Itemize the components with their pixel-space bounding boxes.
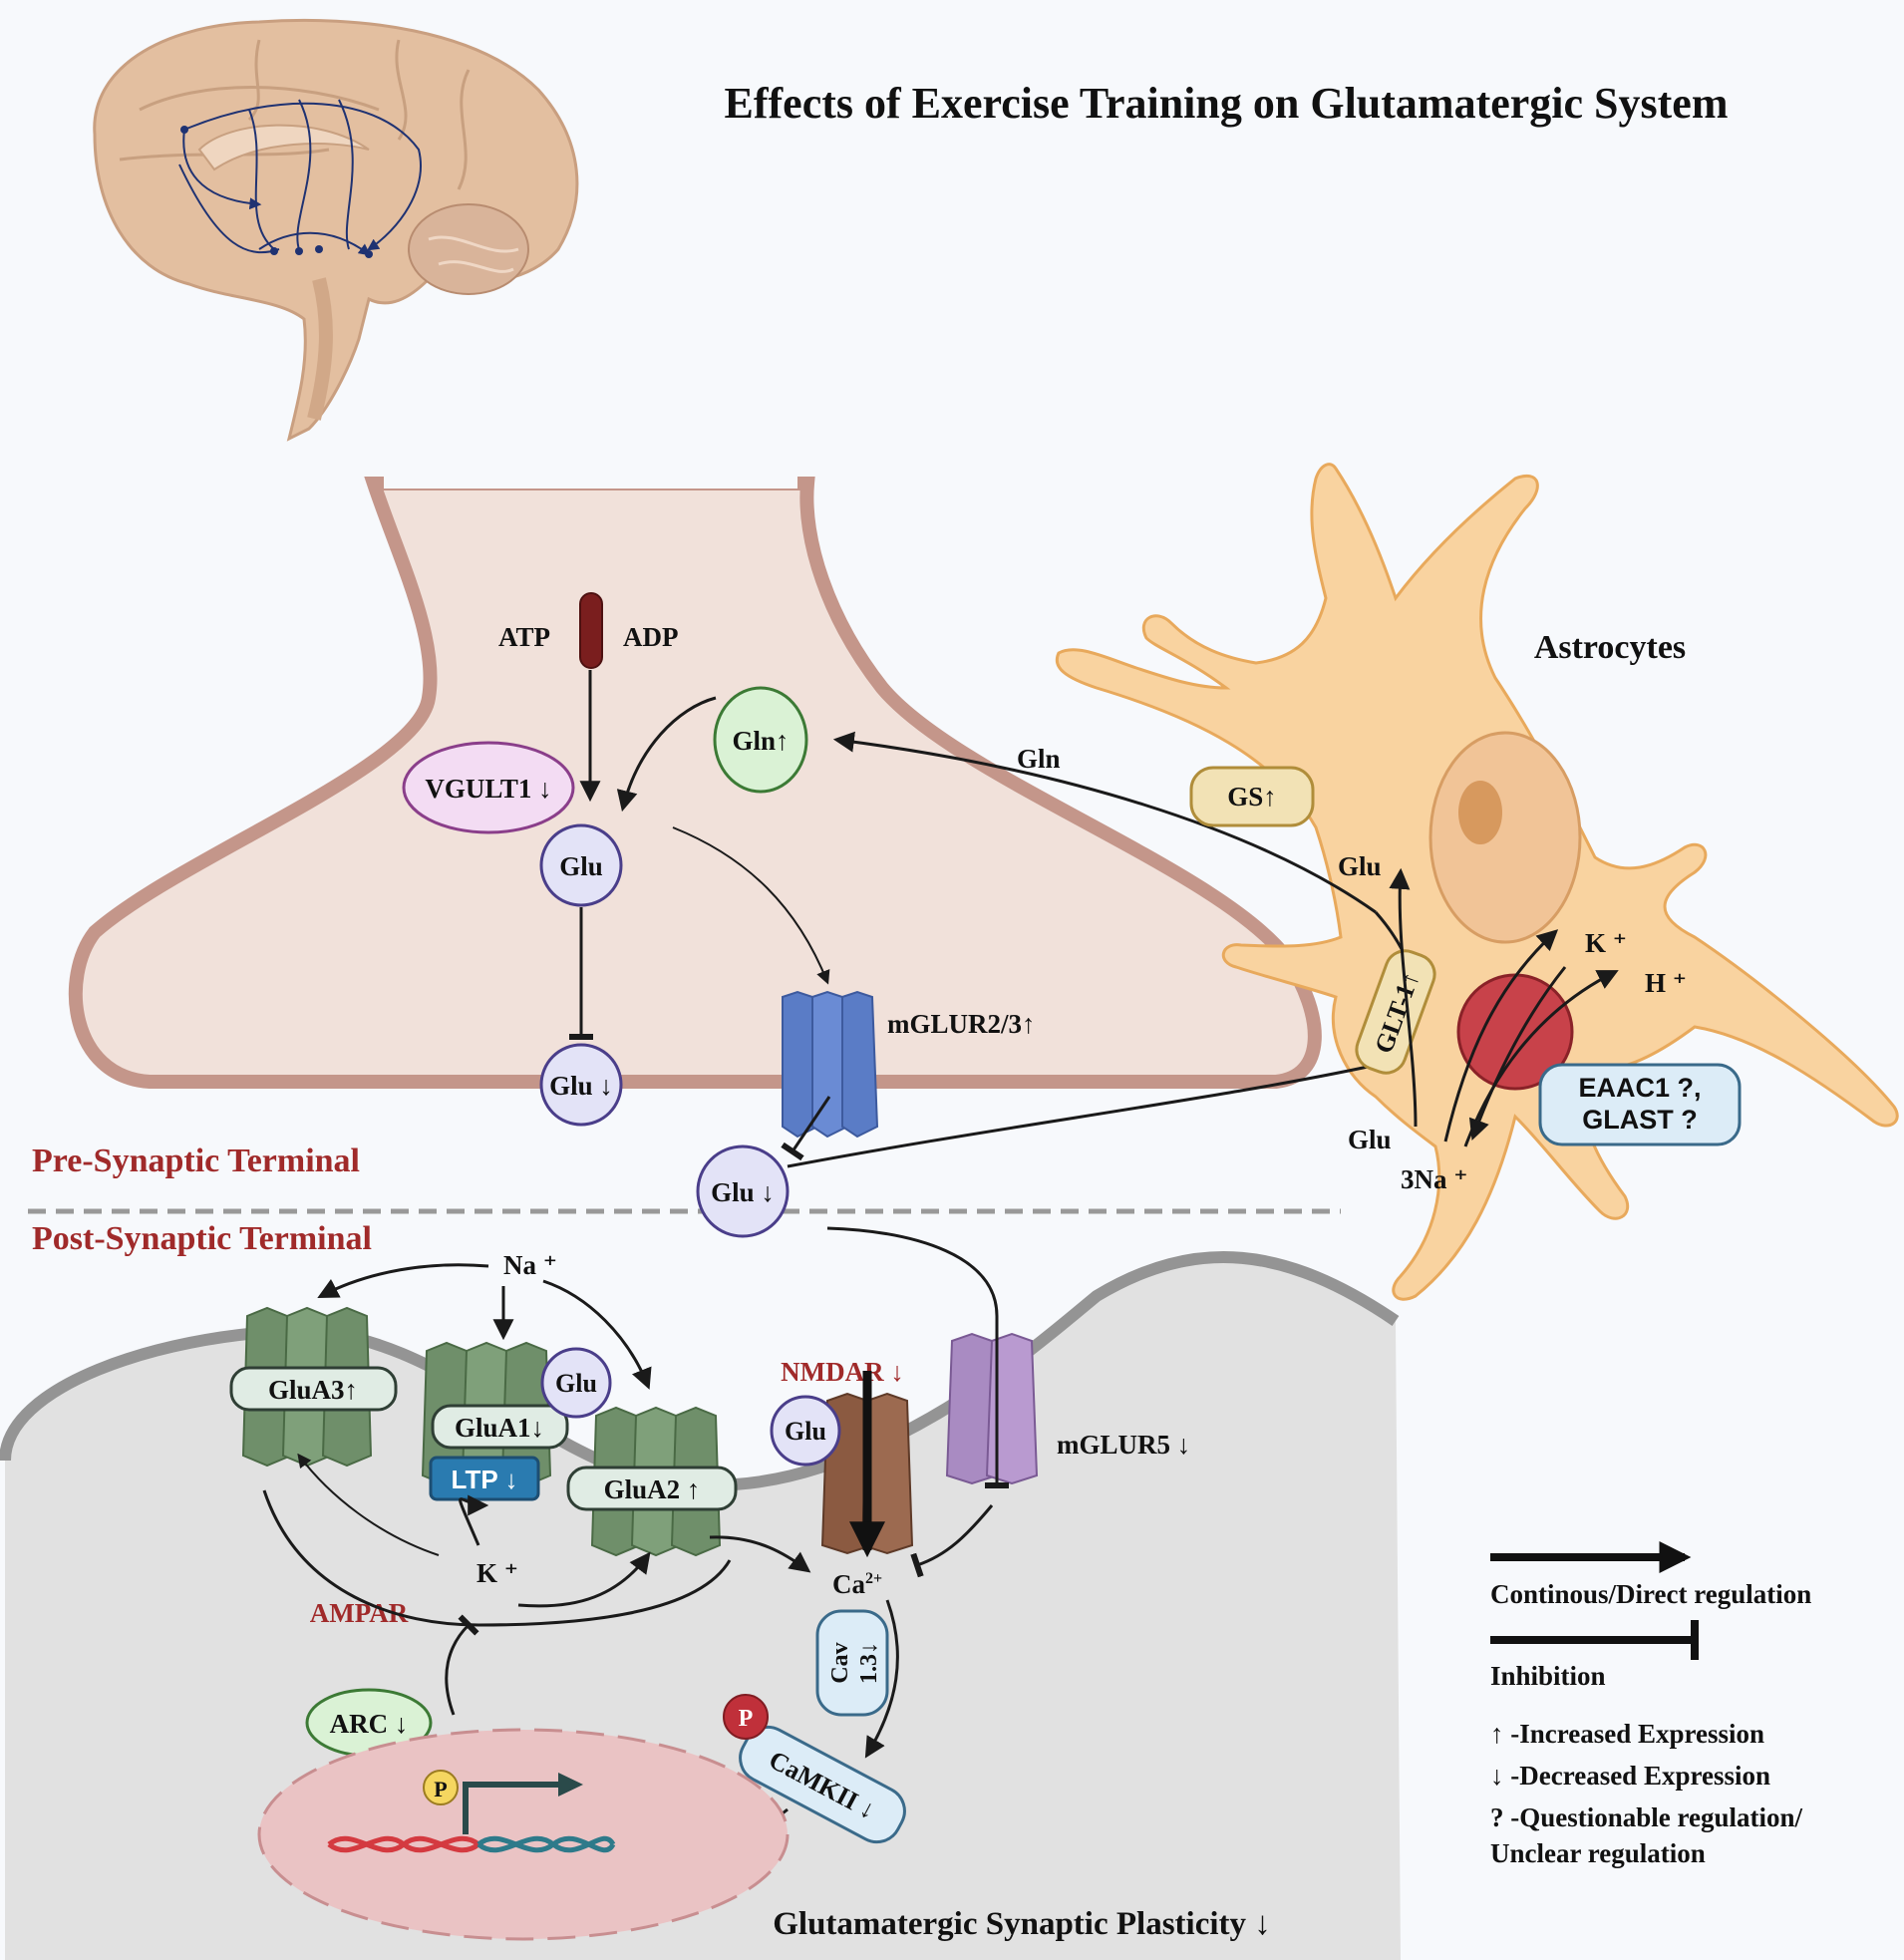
glt1-node: GLT-1↑ bbox=[1355, 949, 1436, 1075]
mglur5-receptor bbox=[945, 1332, 1039, 1485]
presynaptic-label: Pre-Synaptic Terminal bbox=[32, 1143, 360, 1179]
legend-direct: Continous/Direct regulation bbox=[1490, 1579, 1811, 1609]
svg-text:Gln↑: Gln↑ bbox=[732, 726, 789, 756]
gln-presynaptic-node: Gln↑ bbox=[713, 686, 808, 794]
svg-text:VGULT1 ↓: VGULT1 ↓ bbox=[425, 774, 551, 804]
h-astro-label: H ⁺ bbox=[1645, 968, 1687, 998]
plasticity-caption: Glutamatergic Synaptic Plasticity ↓ bbox=[773, 1906, 1271, 1942]
svg-text:GLAST ?: GLAST ? bbox=[1582, 1105, 1698, 1135]
na3-label: 3Na ⁺ bbox=[1401, 1164, 1468, 1194]
glua3-node: GluA3↑ bbox=[229, 1366, 398, 1412]
svg-text:1.3↓: 1.3↓ bbox=[856, 1642, 882, 1684]
svg-text:Glu: Glu bbox=[785, 1417, 826, 1446]
presynaptic-terminal bbox=[68, 469, 1322, 1089]
gln-flow-label: Gln bbox=[1017, 744, 1061, 774]
legend-decreased: ↓ -Decreased Expression bbox=[1490, 1761, 1770, 1791]
k-astro-label: K ⁺ bbox=[1585, 928, 1627, 958]
vglut1-node: VGULT1 ↓ bbox=[402, 741, 575, 834]
ca-label: Ca2+ bbox=[832, 1569, 882, 1599]
na-post-label: Na ⁺ bbox=[503, 1250, 557, 1280]
svg-text:GS↑: GS↑ bbox=[1227, 782, 1277, 812]
ltp-badge: LTP ↓ bbox=[429, 1456, 540, 1501]
svg-text:P: P bbox=[434, 1777, 447, 1801]
glua2-node: GluA2 ↑ bbox=[566, 1466, 738, 1511]
nucleus bbox=[257, 1728, 790, 1941]
svg-text:Cav: Cav bbox=[827, 1642, 853, 1683]
glu-cleft-node: Glu ↓ bbox=[696, 1144, 790, 1238]
eaac1-glast-node: EAAC1 ?, GLAST ? bbox=[1538, 1063, 1742, 1146]
atp-pump bbox=[579, 592, 603, 669]
gs-node: GS↑ bbox=[1189, 766, 1315, 827]
cav13-node: Cav 1.3↓ bbox=[815, 1609, 889, 1717]
glua1-node: GluA1↓ bbox=[431, 1404, 569, 1450]
postsynaptic-label: Post-Synaptic Terminal bbox=[32, 1220, 372, 1257]
mglur5-label: mGLUR5 ↓ bbox=[1057, 1430, 1190, 1460]
nmdar-label: NMDAR ↓ bbox=[781, 1357, 904, 1387]
camkii-phospho-badge: P bbox=[723, 1694, 769, 1740]
svg-text:ARC ↓: ARC ↓ bbox=[330, 1709, 409, 1739]
legend-questionable-1: ? -Questionable regulation/ bbox=[1490, 1802, 1803, 1832]
legend-inhibition: Inhibition bbox=[1490, 1661, 1606, 1691]
svg-text:P: P bbox=[739, 1706, 754, 1732]
glu-astro-bottom-label: Glu bbox=[1348, 1125, 1392, 1154]
glu-presynaptic-node: Glu bbox=[539, 823, 623, 907]
mglur23-receptor bbox=[782, 990, 879, 1139]
svg-text:Glu ↓: Glu ↓ bbox=[549, 1071, 613, 1101]
svg-text:GluA1↓: GluA1↓ bbox=[455, 1413, 544, 1443]
arc-node: ARC ↓ bbox=[305, 1688, 433, 1758]
svg-text:Glu: Glu bbox=[559, 851, 603, 881]
brain-illustration bbox=[93, 18, 579, 442]
glu-astro-label: Glu bbox=[1338, 851, 1382, 881]
k-post-label: K ⁺ bbox=[476, 1558, 518, 1588]
svg-text:LTP ↓: LTP ↓ bbox=[452, 1465, 518, 1494]
svg-text:Glu ↓: Glu ↓ bbox=[711, 1177, 775, 1207]
svg-text:Glu: Glu bbox=[555, 1369, 597, 1398]
svg-text:GluA3↑: GluA3↑ bbox=[268, 1375, 358, 1405]
glu-on-glua1-node: Glu bbox=[540, 1347, 612, 1419]
mglur23-label: mGLUR2/3↑ bbox=[887, 1009, 1036, 1039]
glu-on-nmdar-node: Glu bbox=[770, 1395, 841, 1467]
glu-vesicle-node: Glu ↓ bbox=[539, 1043, 623, 1127]
figure-title: Effects of Exercise Training on Glutamat… bbox=[725, 79, 1729, 128]
legend: Continous/Direct regulation Inhibition ↑… bbox=[1490, 1541, 1811, 1868]
svg-text:EAAC1 ?,: EAAC1 ?, bbox=[1578, 1073, 1701, 1103]
astrocyte bbox=[1055, 463, 1899, 1301]
nucleus-phospho-badge: P bbox=[423, 1770, 459, 1805]
adp-label: ADP bbox=[623, 622, 679, 652]
legend-questionable-2: Unclear regulation bbox=[1490, 1838, 1706, 1868]
svg-text:GluA2 ↑: GluA2 ↑ bbox=[604, 1474, 701, 1504]
legend-increased: ↑ -Increased Expression bbox=[1490, 1719, 1764, 1749]
astrocytes-label: Astrocytes bbox=[1534, 629, 1686, 666]
atp-label: ATP bbox=[498, 622, 550, 652]
